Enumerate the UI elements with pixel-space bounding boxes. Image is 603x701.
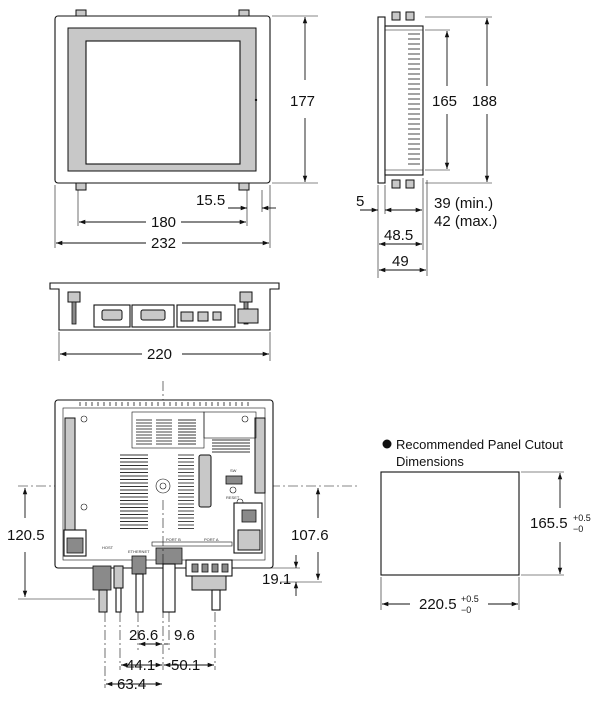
bottom-view: 220 (49, 282, 280, 363)
dim-rear-port-height: 107.6 (291, 527, 329, 544)
dim-side-outer-height: 188 (472, 93, 497, 110)
dim-rear-port-5: 63.4 (117, 676, 146, 693)
dim-front-height: 177 (290, 93, 315, 110)
dim-front-cutout-width: 180 (151, 214, 176, 231)
rear-view: SW RESET HOST ETHERNET PORT B PORT A (7, 381, 357, 693)
dim-rear-port-2: 9.6 (174, 627, 195, 644)
dim-side-inner-height: 165 (432, 93, 457, 110)
dim-rear-height: 120.5 (7, 527, 45, 544)
cutout-title-line1: Recommended Panel Cutout (396, 437, 563, 452)
dim-bottom-width: 220 (147, 346, 172, 363)
dim-side-depth-max: 42 (max.) (434, 213, 497, 230)
label-port-b: PORT B (166, 537, 181, 542)
side-housing (384, 25, 424, 176)
dim-side-depth-min: 39 (min.) (434, 195, 493, 212)
cutout-rectangle (380, 471, 520, 576)
dim-cutout-width: 220.5 (419, 596, 457, 613)
dim-front-width: 232 (151, 235, 176, 252)
dim-side-depth-b: 49 (392, 253, 409, 270)
dim-rear-port-3: 44.1 (126, 657, 155, 674)
dim-rear-port-offset: 19.1 (262, 571, 291, 588)
dim-cutout-height: 165.5 (530, 515, 568, 532)
panel-cutout: Recommended Panel Cutout Dimensions 165.… (380, 437, 591, 615)
front-view: 177 15.5 180 232 (54, 9, 318, 252)
label-reset: RESET (226, 495, 240, 500)
label-ethernet: ETHERNET (128, 549, 150, 554)
dim-side-depth-a: 48.5 (384, 227, 413, 244)
display-area (85, 40, 241, 165)
side-view: 165 188 5 39 (min.) 42 (max.) 48.5 49 (356, 11, 497, 278)
dim-rear-port-1: 26.6 (129, 627, 158, 644)
dim-cutout-width-tol-plus: +0.5 (461, 594, 479, 604)
bullet-icon (382, 439, 392, 449)
dim-cutout-height-tol-plus: +0.5 (573, 513, 591, 523)
dim-rear-port-4: 50.1 (171, 657, 200, 674)
dim-cutout-height-tol-minus: −0 (573, 524, 583, 534)
label-sw: SW (230, 468, 237, 473)
side-bezel (377, 16, 386, 184)
cutout-title-line2: Dimensions (396, 454, 464, 469)
dim-front-offset: 15.5 (196, 192, 225, 209)
dim-cutout-width-tol-minus: −0 (461, 605, 471, 615)
label-host: HOST (102, 545, 114, 550)
dim-side-bezel: 5 (356, 193, 364, 210)
label-port-a: PORT A (204, 537, 219, 542)
